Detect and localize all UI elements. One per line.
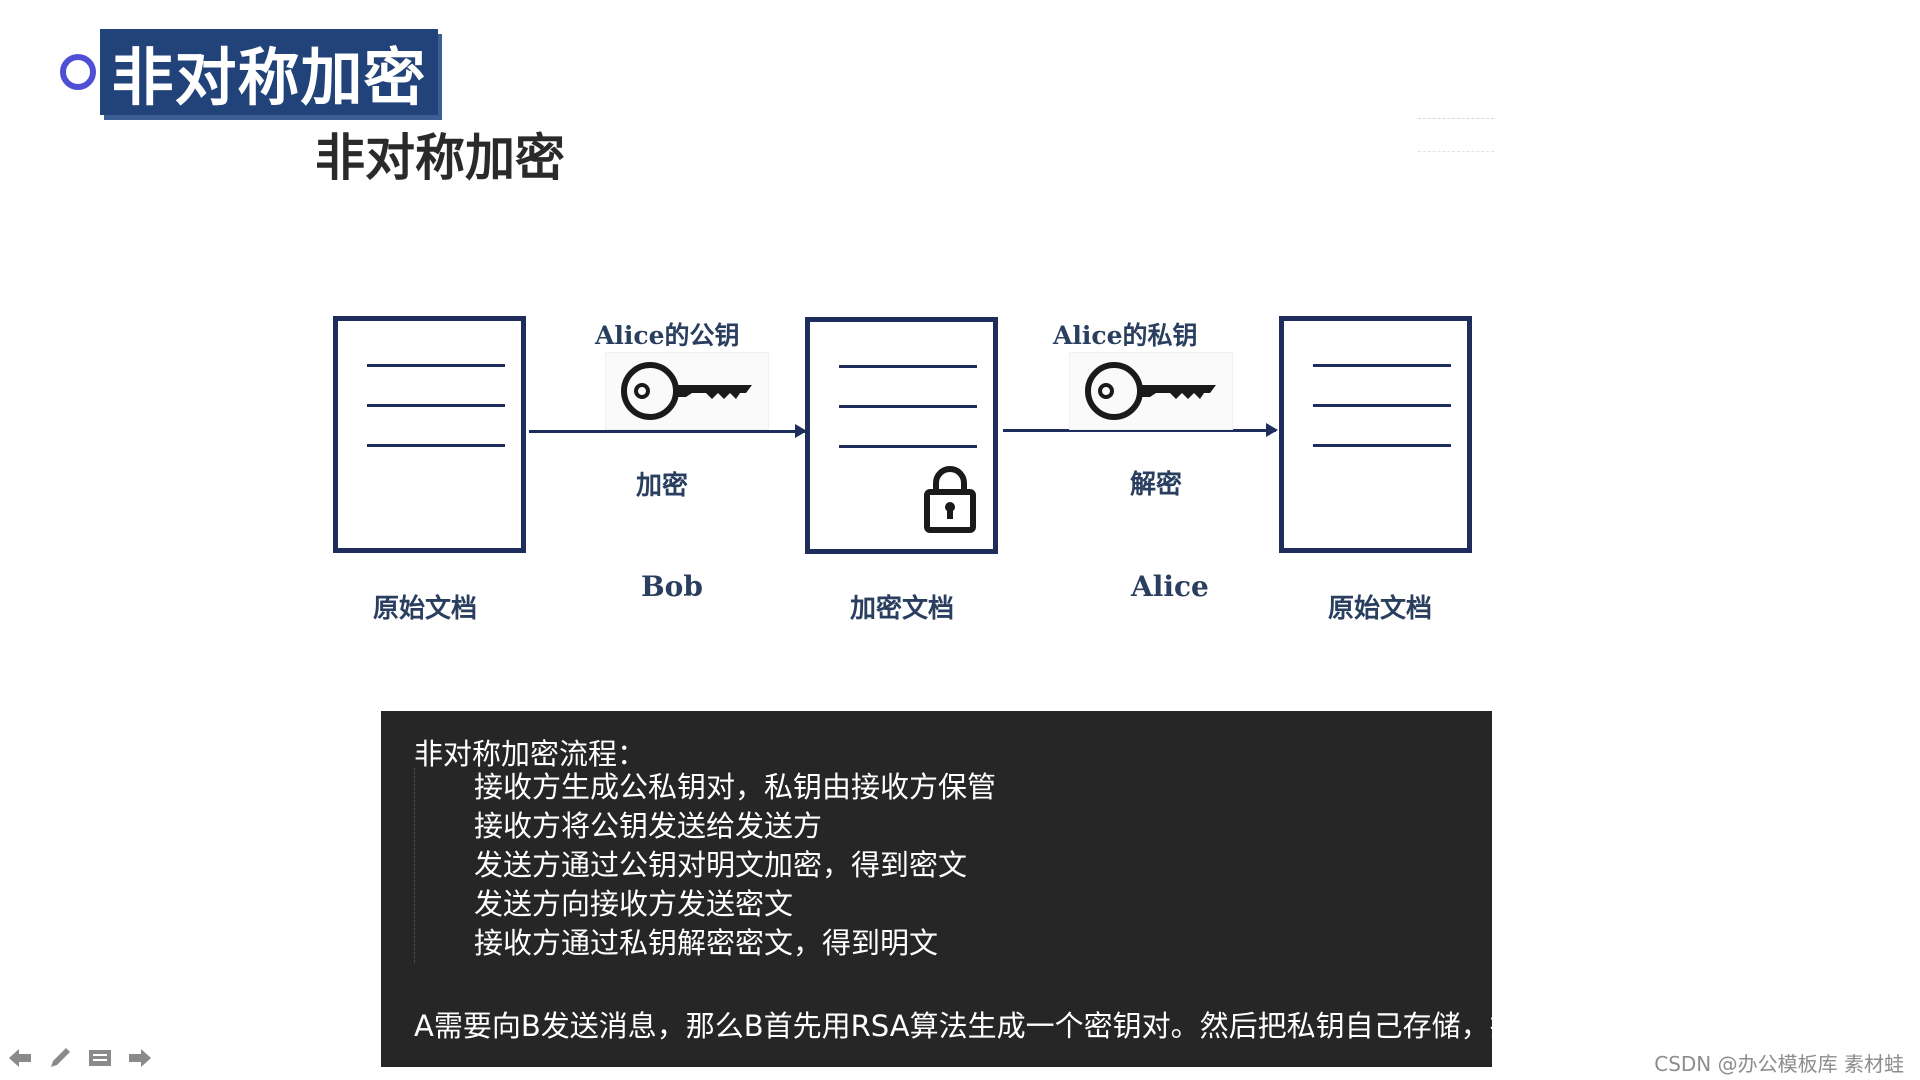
arrow-left-icon[interactable] bbox=[6, 1044, 34, 1072]
encrypted-document bbox=[805, 317, 998, 554]
notes-step-list: 接收方生成公私钥对，私钥由接收方保管 接收方将公钥发送给发送方 发送方通过公钥对… bbox=[414, 768, 1474, 963]
notes-panel: 非对称加密流程： 接收方生成公私钥对，私钥由接收方保管 接收方将公钥发送给发送方… bbox=[381, 711, 1683, 1067]
encrypted-document-label: 加密文档 bbox=[850, 594, 955, 624]
original-document-label-left: 原始文档 bbox=[373, 594, 478, 624]
banner-title: 非对称加密 bbox=[111, 41, 427, 114]
doc-text-line bbox=[1313, 444, 1451, 447]
notes-step: 接收方生成公私钥对，私钥由接收方保管 bbox=[474, 770, 997, 804]
private-key-card bbox=[1069, 352, 1233, 430]
actor-alice: Alice bbox=[1131, 570, 1209, 603]
page-subtitle: 非对称加密 bbox=[315, 129, 565, 187]
private-key-caption: Alice的私钥 bbox=[1053, 321, 1198, 350]
doc-text-line bbox=[367, 444, 505, 447]
doc-text-line bbox=[839, 445, 977, 448]
watermark: CSDN @办公模板库 素材蛙 bbox=[1654, 1052, 1904, 1076]
decrypt-arrow bbox=[1003, 423, 1278, 437]
notes-step: 接收方将公钥发送给发送方 bbox=[474, 809, 823, 843]
notes-step: 发送方向接收方发送密文 bbox=[474, 887, 794, 921]
encrypt-arrow bbox=[529, 424, 807, 438]
notes-footer: A需要向B发送消息，那么B首先用RSA算法生成一个密钥对。然后把私钥自己存储，把… bbox=[414, 1009, 1684, 1043]
presentation-toolbar bbox=[6, 1044, 154, 1076]
lock-icon bbox=[924, 466, 976, 533]
title-banner: 非对称加密 bbox=[100, 29, 438, 115]
original-document-left bbox=[333, 316, 526, 553]
actor-bob: Bob bbox=[641, 570, 703, 603]
notes-step: 发送方通过公钥对明文加密，得到密文 bbox=[474, 848, 968, 882]
original-document-right bbox=[1279, 316, 1472, 553]
menu-icon[interactable] bbox=[86, 1044, 114, 1072]
doc-text-line bbox=[1313, 404, 1451, 407]
key-icon bbox=[1085, 362, 1216, 420]
faint-placeholder-mark bbox=[1418, 118, 1494, 152]
doc-text-line bbox=[367, 364, 505, 367]
original-document-label-right: 原始文档 bbox=[1328, 594, 1433, 624]
doc-text-line bbox=[839, 405, 977, 408]
public-key-card bbox=[605, 352, 769, 430]
pen-icon[interactable] bbox=[46, 1044, 74, 1072]
key-icon bbox=[621, 362, 752, 420]
notes-heading: 非对称加密流程： bbox=[414, 737, 647, 771]
doc-text-line bbox=[1313, 364, 1451, 367]
arrow-right-icon[interactable] bbox=[126, 1044, 154, 1072]
public-key-caption: Alice的公钥 bbox=[595, 321, 740, 350]
decrypt-label: 解密 bbox=[1130, 470, 1183, 500]
encrypt-label: 加密 bbox=[636, 471, 689, 501]
notes-step: 接收方通过私钥解密密文，得到明文 bbox=[474, 926, 939, 960]
bullet-circle-icon bbox=[60, 54, 96, 90]
doc-text-line bbox=[839, 365, 977, 368]
doc-text-line bbox=[367, 404, 505, 407]
